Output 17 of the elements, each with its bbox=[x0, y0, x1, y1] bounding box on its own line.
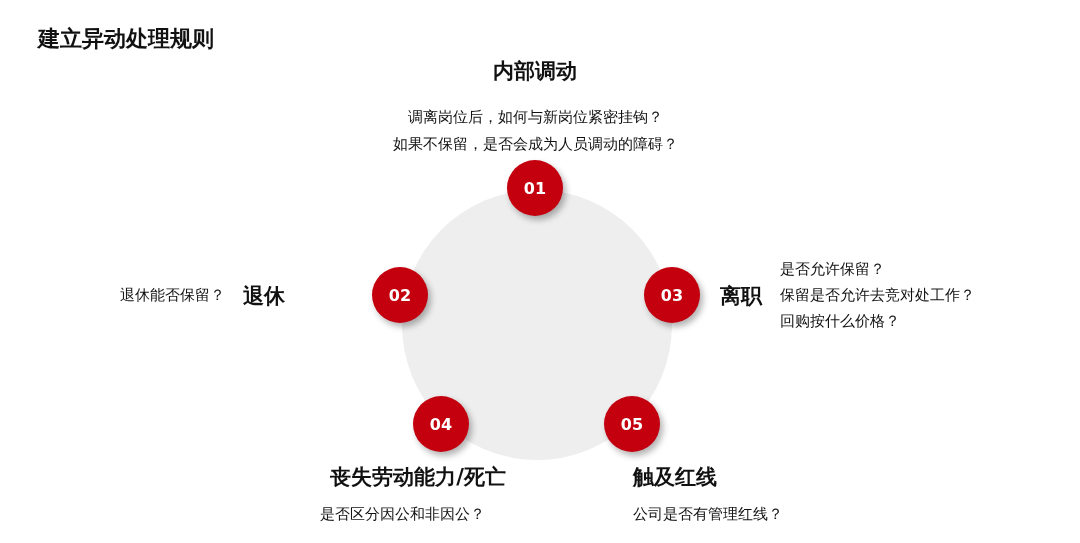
question-text: 如果不保留，是否会成为人员调动的障碍？ bbox=[392, 135, 678, 154]
section-heading: 触及红线 bbox=[633, 464, 717, 491]
question-text: 是否允许保留？ bbox=[780, 260, 885, 279]
number-circle: 02 bbox=[372, 267, 428, 323]
section-heading: 离职 bbox=[720, 283, 762, 310]
question-text: 是否区分因公和非因公？ bbox=[320, 505, 485, 524]
number-circle: 01 bbox=[507, 160, 563, 216]
question-text: 保留是否允许去竞对处工作？ bbox=[780, 286, 975, 305]
page-title: 建立异动处理规则 bbox=[38, 25, 214, 53]
question-text: 退休能否保留？ bbox=[120, 286, 225, 305]
question-text: 公司是否有管理红线？ bbox=[633, 505, 783, 524]
section-heading: 丧失劳动能力/死亡 bbox=[330, 464, 506, 491]
section-heading: 退休 bbox=[243, 283, 285, 310]
question-text: 调离岗位后，如何与新岗位紧密挂钩？ bbox=[407, 108, 663, 127]
number-circle: 03 bbox=[644, 267, 700, 323]
section-heading: 内部调动 bbox=[493, 58, 577, 85]
question-text: 回购按什么价格？ bbox=[780, 312, 900, 331]
